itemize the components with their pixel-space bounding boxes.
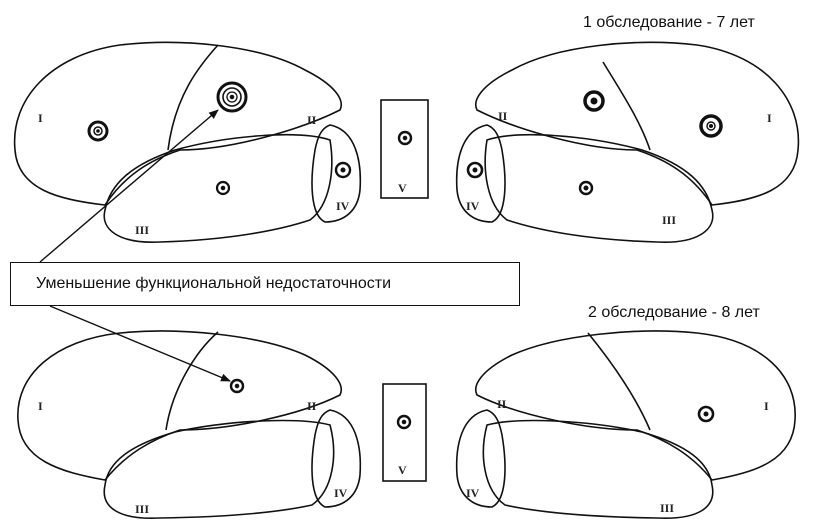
exam2-caption: 2 обследование - 8 лет [588, 304, 760, 322]
label-V: V [398, 463, 407, 477]
fissure-line [603, 62, 650, 150]
fissure-line [166, 332, 218, 430]
label-right-III: III [662, 213, 676, 227]
label-right-IV: IV [466, 486, 480, 500]
region-I-II-outline [15, 42, 342, 205]
exam1-caption: 1 обследование - 7 лет [583, 14, 755, 32]
legend-box: Уменьшение функциональной недостаточност… [10, 262, 520, 306]
left-hemisphere-exam1 [15, 42, 361, 242]
marker-right-IV [468, 163, 482, 177]
marker-right-I [701, 116, 721, 136]
label-right-II: II [498, 109, 508, 123]
label-left-IV: IV [334, 486, 348, 500]
marker-left-II-large [218, 83, 246, 111]
marker-right-I [699, 407, 713, 421]
marker-right-II [585, 92, 603, 110]
left-hemisphere-exam2 [18, 331, 360, 518]
marker-V [399, 132, 411, 144]
marker-V [398, 416, 410, 428]
label-right-I: I [764, 399, 769, 413]
label-V: V [398, 181, 407, 195]
label-left-IV: IV [336, 199, 350, 213]
marker-left-IV [336, 163, 350, 177]
marker-left-III [217, 182, 229, 194]
marker-left-II [231, 380, 243, 392]
label-right-I: I [767, 111, 772, 125]
legend-text: Уменьшение функциональной недостаточност… [36, 275, 391, 293]
region-I-II-outline [18, 331, 341, 480]
fissure-line [588, 333, 650, 430]
label-left-II: II [307, 399, 317, 413]
label-left-II: II [307, 113, 317, 127]
region-III-outline [485, 135, 713, 242]
label-right-II: II [497, 397, 507, 411]
label-left-III: III [135, 223, 149, 237]
region-III-outline [483, 421, 712, 519]
region-IV-outline [457, 410, 505, 507]
label-left-III: III [135, 502, 149, 516]
region-I-II-outline [476, 331, 795, 480]
label-left-I: I [38, 111, 43, 125]
marker-left-I [89, 122, 107, 140]
marker-right-III [580, 182, 592, 194]
region-I-II-outline [476, 42, 799, 205]
label-right-III: III [660, 501, 674, 515]
right-hemisphere-exam2 [457, 331, 795, 518]
fissure-line [168, 45, 218, 150]
label-right-IV: IV [466, 199, 480, 213]
right-hemisphere-exam1 [457, 42, 799, 242]
label-left-I: I [38, 399, 43, 413]
